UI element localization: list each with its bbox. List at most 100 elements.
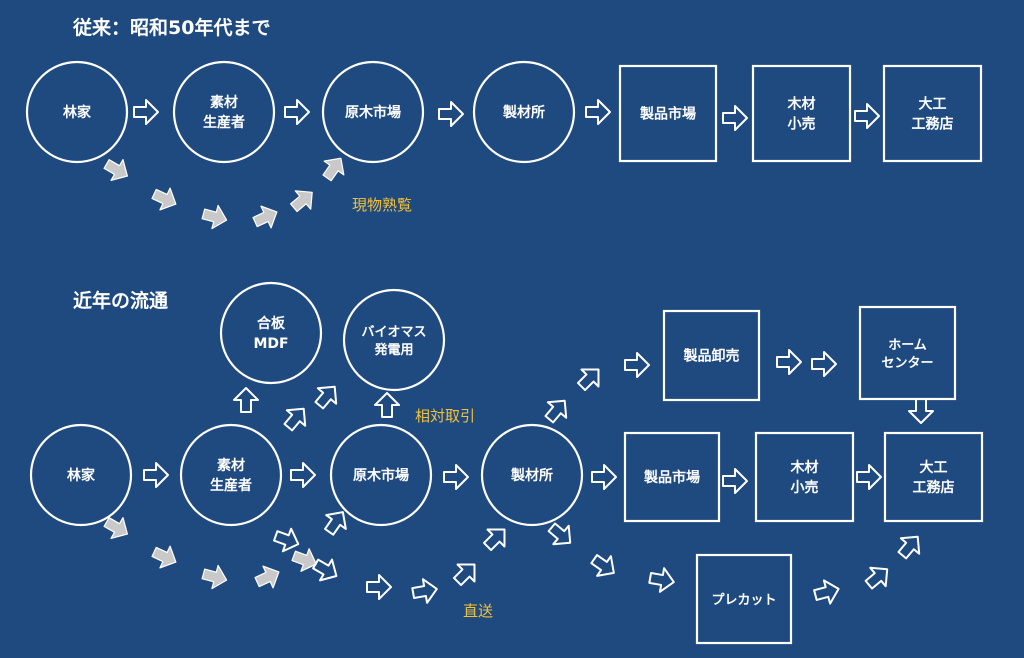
r-home-center-label-2: センター [881,356,933,371]
t-forest-owner-circle [25,60,129,164]
flow-arrow-icon [324,511,347,536]
r-builder-label-2: 工務店 [913,479,955,496]
flow-arrow-icon [284,99,310,125]
r-home-center-box [858,305,957,401]
flow-arrow-icon [374,392,400,418]
flow-arrow-icon [201,204,228,230]
flow-arrow-icon [252,205,278,229]
r-plywood-label-1: 合板 [257,315,286,332]
r-log-market-node: 原木市場 [329,423,433,527]
flow-arrow-icon [151,545,177,569]
t-lumber-retail-label-2: 小売 [788,116,816,133]
flow-arrow-icon [544,399,568,424]
r-builder-label-1: 大工 [920,459,948,476]
r-product-market-box [623,431,721,523]
flow-arrow-icon [201,564,228,590]
flow-arrow-icon [443,464,469,490]
flow-arrow-icon [254,565,280,589]
flow-arrow-icon [366,574,392,600]
r-product-whole-label-1: 製品卸売 [683,348,740,365]
r-precut-label-1: プレカット [711,593,776,608]
t-producer-circle [172,60,276,164]
flow-arrow-icon [624,352,650,378]
flow-arrow-icon [585,99,611,125]
flow-arrow-icon [722,105,748,131]
flow-arrow-icon [576,368,600,392]
t-builder-label-2: 工務店 [912,116,954,133]
t-lumber-retail-box [751,64,852,163]
r-producer-label-2: 生産者 [210,477,252,494]
flow-arrow-icon [813,579,840,605]
r-biomass-circle [342,288,446,392]
flow-arrow-icon [776,349,802,375]
t-sawmill-node: 製材所 [472,60,576,164]
flow-arrow-icon [289,190,313,213]
flow-arrow-icon [103,517,128,539]
t-producer-label-1: 素材 [210,94,238,111]
t-log-market-circle [321,60,425,164]
t-product-market-label-1: 製品市場 [639,106,696,123]
flow-arrow-icon [452,563,476,587]
r-precut-box [695,553,793,645]
flow-arrow-icon [151,187,177,211]
r-product-whole-box [662,309,761,402]
flow-arrow-icon [312,558,338,582]
flow-arrow-icon [648,567,675,593]
r-sawmill-node: 製材所 [480,423,584,527]
flow-arrow-icon [438,101,464,127]
r-lumber-retail-box [754,431,855,523]
r-forest-owner-node: 林家 [29,423,133,527]
r-forest-owner-label-1: 林家 [67,467,96,484]
r-plywood-circle [219,281,323,385]
flow-arrow-icon [897,535,921,560]
flow-nodes: 林家素材生産者原木市場製材所製品市場木材小売大工工務店合板MDFバイオマス発電用… [25,60,984,645]
r-producer-label-1: 素材 [217,457,245,474]
flow-arrows [103,99,934,605]
r-sawmill-circle [480,423,584,527]
t-product-market-node: 製品市場 [618,64,718,163]
flow-arrow-icon [591,464,617,490]
t-forest-owner-node: 林家 [25,60,129,164]
flow-arrow-icon [233,387,259,413]
flow-arrow-icon [133,99,159,125]
flow-arrow-icon [291,548,317,572]
flow-arrow-icon [856,464,882,490]
t-log-market-label-1: 原木市場 [345,104,401,121]
flow-arrow-icon [908,398,934,424]
t-builder-box [882,64,983,163]
flow-arrow-icon [854,103,880,129]
r-home-center-label-1: ホーム [888,338,927,353]
r-precut-node: プレカット [695,553,793,645]
flow-arrow-icon [811,351,837,377]
flow-arrow-icon [283,407,307,432]
r-log-market-circle [329,423,433,527]
flow-arrow-icon [590,554,615,577]
direct-delivery-note: 直送 [463,602,493,620]
t-log-market-node: 原木市場 [321,60,425,164]
t-producer-label-2: 生産者 [203,114,245,131]
r-lumber-retail-label-2: 小売 [791,479,819,496]
flow-arrow-icon [547,522,572,546]
r-sawmill-label-1: 製材所 [510,467,553,484]
flow-arrow-icon [273,527,300,553]
flow-arrow-icon [290,462,316,488]
t-product-market-box [618,64,718,163]
r-product-market-node: 製品市場 [623,431,721,523]
flow-arrow-icon [722,468,748,494]
r-log-market-label-1: 原木市場 [353,467,409,484]
r-builder-box [883,431,984,523]
t-lumber-retail-label-1: 木材 [787,96,816,113]
inspection-note: 現物熟覧 [352,196,412,214]
traditional-section-title: 従来：昭和50年代まで [72,16,270,39]
t-builder-label-1: 大工 [919,96,947,113]
